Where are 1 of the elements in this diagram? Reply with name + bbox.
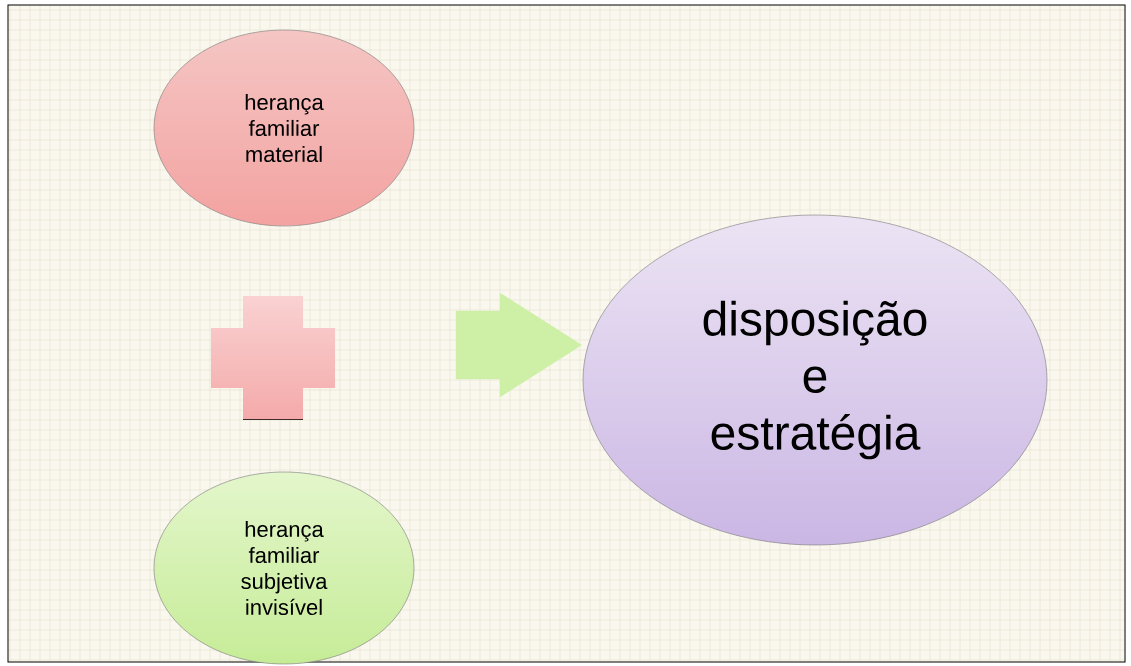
block-arrow [455, 292, 582, 398]
